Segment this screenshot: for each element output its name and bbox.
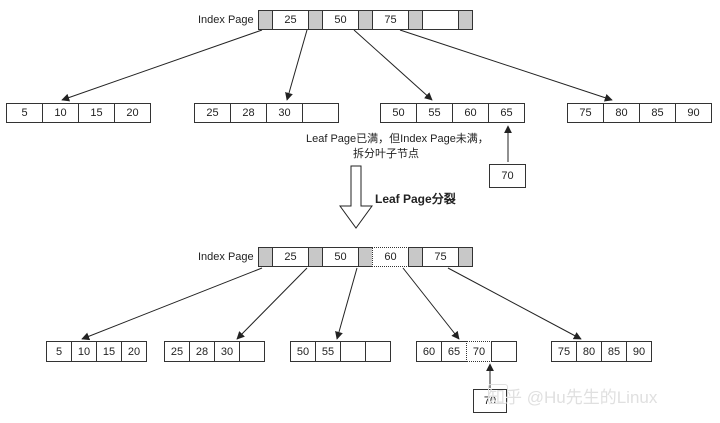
split-note-line2: 拆分叶子节点 [353, 148, 419, 160]
leaf-key [365, 341, 391, 362]
leaf-key: 80 [576, 341, 602, 362]
new-leaf-key: 70 [466, 341, 492, 362]
pointer-cell [458, 10, 473, 30]
split-note: Leaf Page已满，但Index Page未满， 拆分叶子节点 [306, 132, 489, 162]
leaf-key: 60 [452, 103, 489, 123]
leaf-key: 20 [114, 103, 151, 123]
pointer-cell [358, 10, 373, 30]
zhihu-logo-icon [488, 384, 508, 404]
top-arrow-4 [399, 29, 613, 102]
pointer-cell [408, 10, 423, 30]
leaf-key: 20 [121, 341, 147, 362]
leaf-key: 75 [551, 341, 577, 362]
leaf-key: 10 [71, 341, 97, 362]
leaf-key: 65 [488, 103, 525, 123]
leaf-key: 85 [601, 341, 627, 362]
index-key [422, 10, 459, 30]
top-arrow-1 [61, 29, 263, 102]
pointer-cell [458, 247, 473, 267]
leaf-key: 30 [214, 341, 240, 362]
leaf-key: 28 [189, 341, 215, 362]
bottom-leaf-3: 50 55 [290, 341, 391, 362]
leaf-key: 15 [96, 341, 122, 362]
leaf-key: 90 [626, 341, 652, 362]
bottom-index-page: 25 50 60 75 [258, 247, 473, 267]
leaf-key: 80 [603, 103, 640, 123]
leaf-key [491, 341, 517, 362]
leaf-key [239, 341, 265, 362]
split-down-arrow [339, 165, 373, 229]
pointer-cell [408, 247, 423, 267]
bottom-arrow-1 [81, 267, 263, 341]
top-index-label: Index Page [198, 14, 254, 26]
top-arrow-2 [285, 29, 308, 101]
top-leaf-3: 50 55 60 65 [380, 103, 525, 123]
split-label: Leaf Page分裂 [375, 192, 456, 206]
pointer-cell [358, 247, 373, 267]
leaf-key: 25 [164, 341, 190, 362]
insert-key: 70 [489, 164, 526, 188]
pointer-cell [258, 247, 273, 267]
bottom-arrow-2 [236, 267, 308, 340]
leaf-key: 55 [315, 341, 341, 362]
leaf-key: 15 [78, 103, 115, 123]
top-arrow-3 [353, 29, 433, 101]
new-index-key: 60 [372, 247, 409, 267]
top-leaf-4: 75 80 85 90 [567, 103, 712, 123]
leaf-key: 5 [6, 103, 43, 123]
bottom-leaf-4: 60 65 70 [416, 341, 517, 362]
pointer-cell [308, 247, 323, 267]
top-insert-value: 70 [489, 164, 526, 188]
leaf-key: 65 [441, 341, 467, 362]
pointer-cell [308, 10, 323, 30]
leaf-key: 30 [266, 103, 303, 123]
bottom-arrow-3 [335, 267, 358, 340]
leaf-key: 50 [380, 103, 417, 123]
top-leaf-1: 5 10 15 20 [6, 103, 151, 123]
bottom-arrow-4 [402, 267, 460, 340]
leaf-key: 5 [46, 341, 72, 362]
top-leaf-2: 25 28 30 [194, 103, 339, 123]
leaf-key: 75 [567, 103, 604, 123]
split-note-line1: Leaf Page已满，但Index Page未满， [306, 133, 489, 145]
leaf-key: 85 [639, 103, 676, 123]
bottom-arrow-5 [447, 267, 582, 340]
leaf-key: 25 [194, 103, 231, 123]
index-key: 25 [272, 247, 309, 267]
bottom-index-label: Index Page [198, 251, 254, 263]
leaf-key: 60 [416, 341, 442, 362]
index-key: 25 [272, 10, 309, 30]
top-index-page: 25 50 75 [258, 10, 473, 30]
index-key: 50 [322, 10, 359, 30]
index-key: 75 [422, 247, 459, 267]
index-key: 75 [372, 10, 409, 30]
pointer-cell [258, 10, 273, 30]
bottom-leaf-1: 5 10 15 20 [46, 341, 147, 362]
leaf-key: 10 [42, 103, 79, 123]
index-key: 50 [322, 247, 359, 267]
watermark: 知乎 @Hu先生的Linux [488, 388, 658, 407]
leaf-key [302, 103, 339, 123]
bottom-leaf-5: 75 80 85 90 [551, 341, 652, 362]
leaf-key [340, 341, 366, 362]
leaf-key: 55 [416, 103, 453, 123]
leaf-key: 90 [675, 103, 712, 123]
bottom-leaf-2: 25 28 30 [164, 341, 265, 362]
leaf-key: 28 [230, 103, 267, 123]
leaf-key: 50 [290, 341, 316, 362]
